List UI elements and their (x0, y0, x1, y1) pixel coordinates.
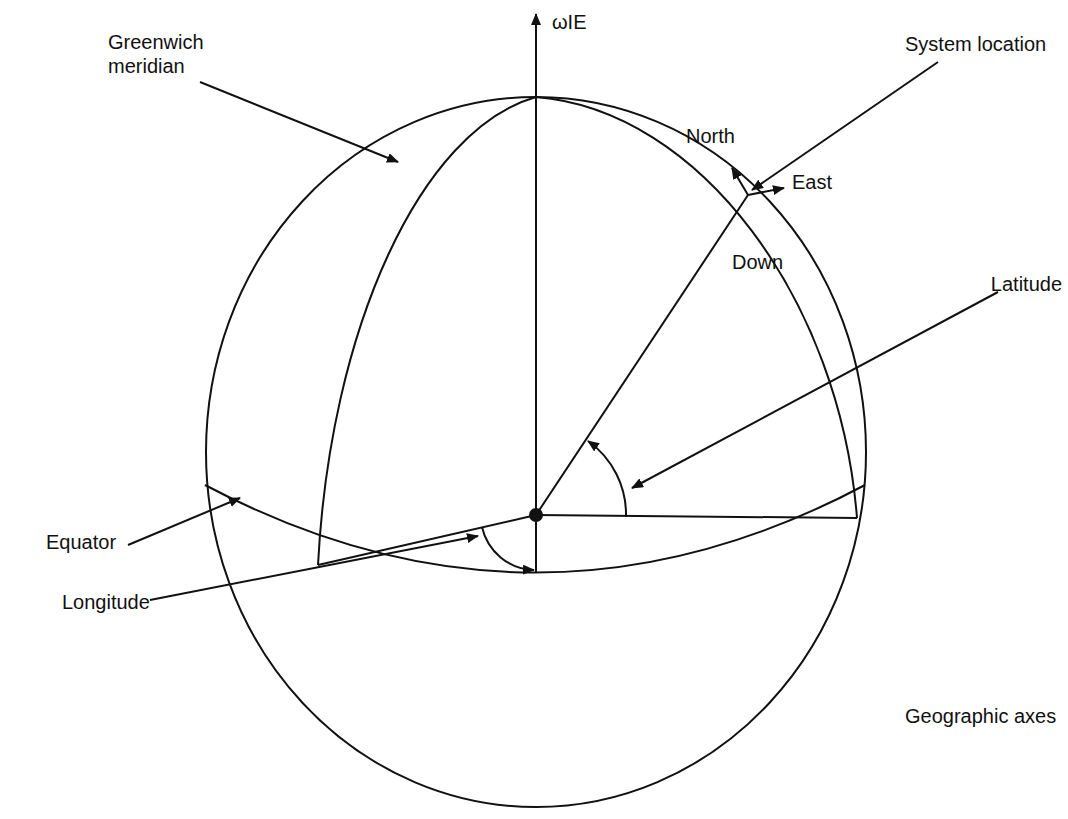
greenwich-meridian-arc (318, 97, 536, 565)
axis-label: East (792, 170, 832, 194)
callout-label: Equator (46, 530, 116, 554)
callout-label: System location (905, 32, 1046, 56)
latitude-arc (588, 441, 626, 517)
axis-label: Down (732, 250, 783, 274)
equator-radius (535, 515, 537, 572)
local-meridian-arc (536, 97, 857, 518)
leader-line (128, 498, 240, 545)
callout-label: Greenwich meridian (108, 30, 228, 78)
callout-label: Longitude (62, 590, 150, 614)
equator-radius (536, 515, 857, 518)
leader-line (200, 82, 398, 162)
earth-center-dot (529, 508, 543, 522)
leader-line (150, 536, 478, 600)
longitude-arc (482, 527, 534, 570)
figure-caption: Geographic axes (905, 704, 1056, 728)
earth-rotation-axis (535, 14, 537, 515)
position-radius (536, 195, 748, 515)
equator-radius (318, 515, 536, 565)
axis-label: ωIE (552, 10, 587, 34)
leader-line (632, 292, 998, 488)
callout-label: Latitude (991, 272, 1062, 296)
north-axis-arrow (732, 168, 748, 195)
axis-label: North (686, 124, 735, 148)
leader-line (752, 62, 938, 190)
